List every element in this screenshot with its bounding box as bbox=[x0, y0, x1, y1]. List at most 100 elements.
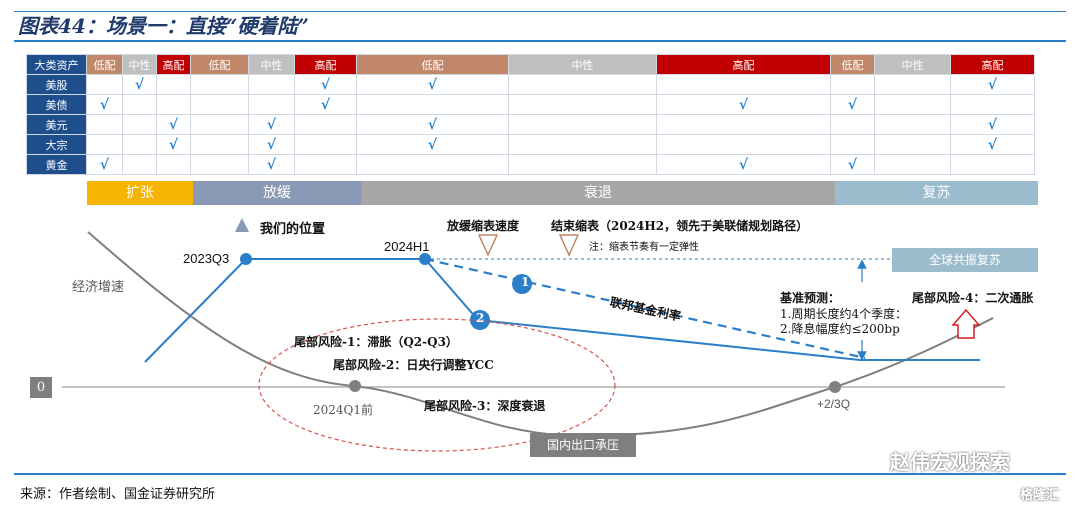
phase-recession: 衰退 bbox=[361, 181, 835, 205]
label-plus23: +2/3Q bbox=[817, 397, 851, 411]
tail-risk-2-label: 尾部风险-2：日央行调整YCC bbox=[333, 358, 494, 372]
marker-2 bbox=[470, 310, 490, 330]
check-icon: √ bbox=[847, 96, 858, 113]
rate-path-2 bbox=[424, 258, 980, 361]
point-2024h1 bbox=[419, 253, 431, 265]
check-icon: √ bbox=[987, 76, 998, 93]
zero-box: 0 bbox=[30, 377, 52, 398]
table-row: 黄金 √ √ √ √ bbox=[26, 154, 1035, 175]
allocation-cell bbox=[122, 134, 157, 155]
check-icon: √ bbox=[427, 116, 438, 133]
slow-qt-triangle bbox=[477, 234, 499, 257]
allocation-cell bbox=[356, 154, 509, 175]
header-cell: 低配 bbox=[830, 54, 875, 75]
source-note: 来源：作者绘制、国金证券研究所 bbox=[20, 487, 216, 502]
chart-title: 图表44：场景一：直接“硬着陆” bbox=[18, 14, 309, 38]
allocation-cell bbox=[156, 154, 191, 175]
table-row: 美债√√√√ bbox=[26, 94, 1035, 115]
growth-label: 经济增速 bbox=[72, 280, 125, 295]
domestic-export-box: 国内出口承压 bbox=[530, 433, 636, 457]
check-icon: √ bbox=[266, 136, 277, 153]
check-icon: √ bbox=[738, 96, 749, 113]
allocation-cell bbox=[656, 134, 831, 155]
label-2024q1: 2024Q1前 bbox=[313, 403, 374, 417]
check-icon: √ bbox=[987, 116, 998, 133]
tail-risk-4-label: 尾部风险-4：二次通胀 bbox=[912, 291, 1034, 305]
allocation-cell bbox=[356, 94, 509, 115]
allocation-cell: √ bbox=[156, 134, 191, 155]
phase-expansion: 扩张 bbox=[87, 181, 193, 205]
row-label: 美股 bbox=[26, 74, 87, 95]
point-2024q1 bbox=[349, 380, 361, 392]
top-divider bbox=[14, 11, 1066, 12]
marker-2-label: 2 bbox=[476, 311, 485, 325]
allocation-cell bbox=[190, 154, 249, 175]
point-2023q3 bbox=[240, 253, 252, 265]
row-label: 大宗 bbox=[26, 134, 87, 155]
allocation-cell: √ bbox=[950, 134, 1035, 155]
check-icon: √ bbox=[99, 156, 110, 173]
check-icon: √ bbox=[168, 136, 179, 153]
header-cell: 高配 bbox=[950, 54, 1035, 75]
allocation-cell bbox=[122, 114, 157, 135]
allocation-cell: √ bbox=[356, 114, 509, 135]
watermark-text: 赵伟宏观探索 bbox=[890, 450, 1010, 474]
row-label: 美元 bbox=[26, 114, 87, 135]
baseline-line-1: 1.周期长度约4个季度： bbox=[780, 307, 908, 321]
allocation-cell bbox=[190, 134, 249, 155]
check-icon: √ bbox=[134, 76, 145, 93]
header-cell: 低配 bbox=[190, 54, 249, 75]
marker-1 bbox=[512, 274, 532, 294]
allocation-cell bbox=[656, 74, 831, 95]
check-icon: √ bbox=[168, 116, 179, 133]
header-cell: 中性 bbox=[508, 54, 657, 75]
check-icon: √ bbox=[320, 96, 331, 113]
allocation-cell bbox=[950, 94, 1035, 115]
point-plus23 bbox=[829, 381, 841, 393]
baseline-title: 基准预测： bbox=[780, 291, 841, 305]
inflation-arrow-icon bbox=[951, 308, 981, 339]
our-position-label: 我们的位置 bbox=[260, 222, 326, 237]
marker-1-label: 1 bbox=[521, 275, 529, 289]
allocation-cell bbox=[874, 94, 951, 115]
table-row: 美元 √ √ √ √ bbox=[26, 114, 1035, 135]
allocation-cell: √ bbox=[122, 74, 157, 95]
check-icon: √ bbox=[320, 76, 331, 93]
table-row: 大宗 √ √ √ √ bbox=[26, 134, 1035, 155]
allocation-cell bbox=[294, 134, 357, 155]
tail-risk-1-label: 尾部风险-1：滞胀（Q2-Q3） bbox=[294, 335, 458, 349]
allocation-cell bbox=[508, 154, 657, 175]
row-label: 黄金 bbox=[26, 154, 87, 175]
baseline-line-2: 2.降息幅度约≤200bp bbox=[780, 322, 900, 336]
allocation-cell: √ bbox=[656, 94, 831, 115]
check-icon: √ bbox=[987, 136, 998, 153]
title-divider bbox=[14, 40, 1066, 42]
check-icon: √ bbox=[427, 136, 438, 153]
check-icon: √ bbox=[266, 156, 277, 173]
header-cell: 高配 bbox=[156, 54, 191, 75]
check-icon: √ bbox=[99, 96, 110, 113]
header-cell: 中性 bbox=[122, 54, 157, 75]
tail-risk-ellipse bbox=[258, 318, 616, 452]
allocation-cell bbox=[248, 74, 295, 95]
label-2023q3: 2023Q3 bbox=[183, 251, 230, 266]
check-icon: √ bbox=[427, 76, 438, 93]
allocation-cell: √ bbox=[356, 134, 509, 155]
allocation-cell: √ bbox=[156, 114, 191, 135]
allocation-cell bbox=[508, 94, 657, 115]
allocation-cell: √ bbox=[830, 154, 875, 175]
allocation-cell: √ bbox=[950, 114, 1035, 135]
check-icon: √ bbox=[847, 156, 858, 173]
header-corner: 大类资产 bbox=[26, 54, 87, 75]
allocation-cell bbox=[122, 154, 157, 175]
phase-slowdown: 放缓 bbox=[193, 181, 361, 205]
header-cell: 高配 bbox=[294, 54, 357, 75]
allocation-cell: √ bbox=[248, 114, 295, 135]
global-recovery-box: 全球共振复苏 bbox=[892, 248, 1038, 272]
allocation-cell: √ bbox=[656, 154, 831, 175]
allocation-cell: √ bbox=[248, 154, 295, 175]
allocation-cell bbox=[874, 154, 951, 175]
watermark-brand: 格隆汇 bbox=[1020, 488, 1060, 503]
tail-risk-3-label: 尾部风险-3：深度衰退 bbox=[424, 399, 546, 413]
